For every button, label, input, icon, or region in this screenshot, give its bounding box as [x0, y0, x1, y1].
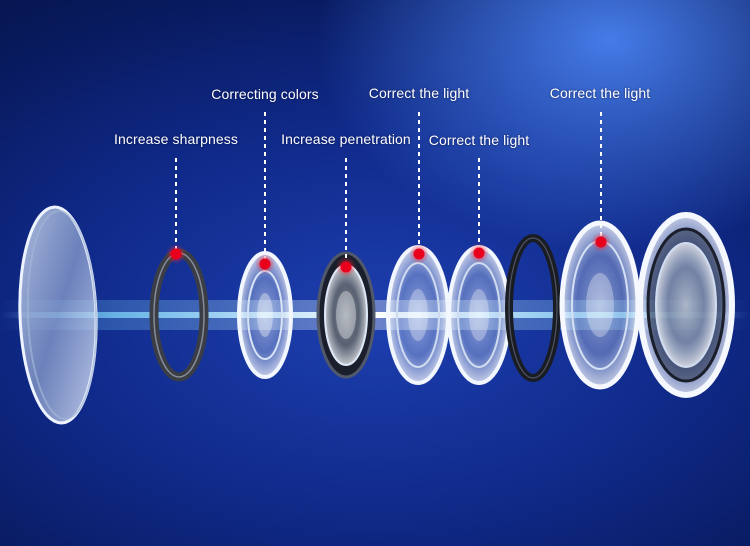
- marker-dot-correct-light-2: [473, 247, 485, 259]
- marker-dot-correcting-colors: [259, 258, 271, 270]
- marker-dot-correct-light-1: [413, 248, 425, 260]
- label-increase-penetration: Increase penetration: [281, 131, 411, 147]
- label-increase-sharpness: Increase sharpness: [114, 131, 238, 147]
- lens-element-4: [447, 245, 511, 385]
- lens-element-3: [386, 245, 450, 385]
- spacer-ring-2: [505, 234, 561, 382]
- lens-element-1: [237, 251, 293, 379]
- label-correct-light-1: Correct the light: [368, 85, 470, 101]
- glass-plate: [18, 205, 98, 425]
- marker-dot-increase-penetration: [340, 261, 352, 273]
- marker-dot-correct-light-3: [595, 236, 607, 248]
- label-correct-light-2: Correct the light: [428, 132, 530, 148]
- lens-element-5: [559, 220, 641, 390]
- front-lens: [637, 212, 735, 398]
- label-correct-light-3: Correct the light: [549, 85, 651, 101]
- label-correcting-colors: Correcting colors: [211, 86, 319, 102]
- marker-dot-increase-sharpness: [170, 248, 182, 260]
